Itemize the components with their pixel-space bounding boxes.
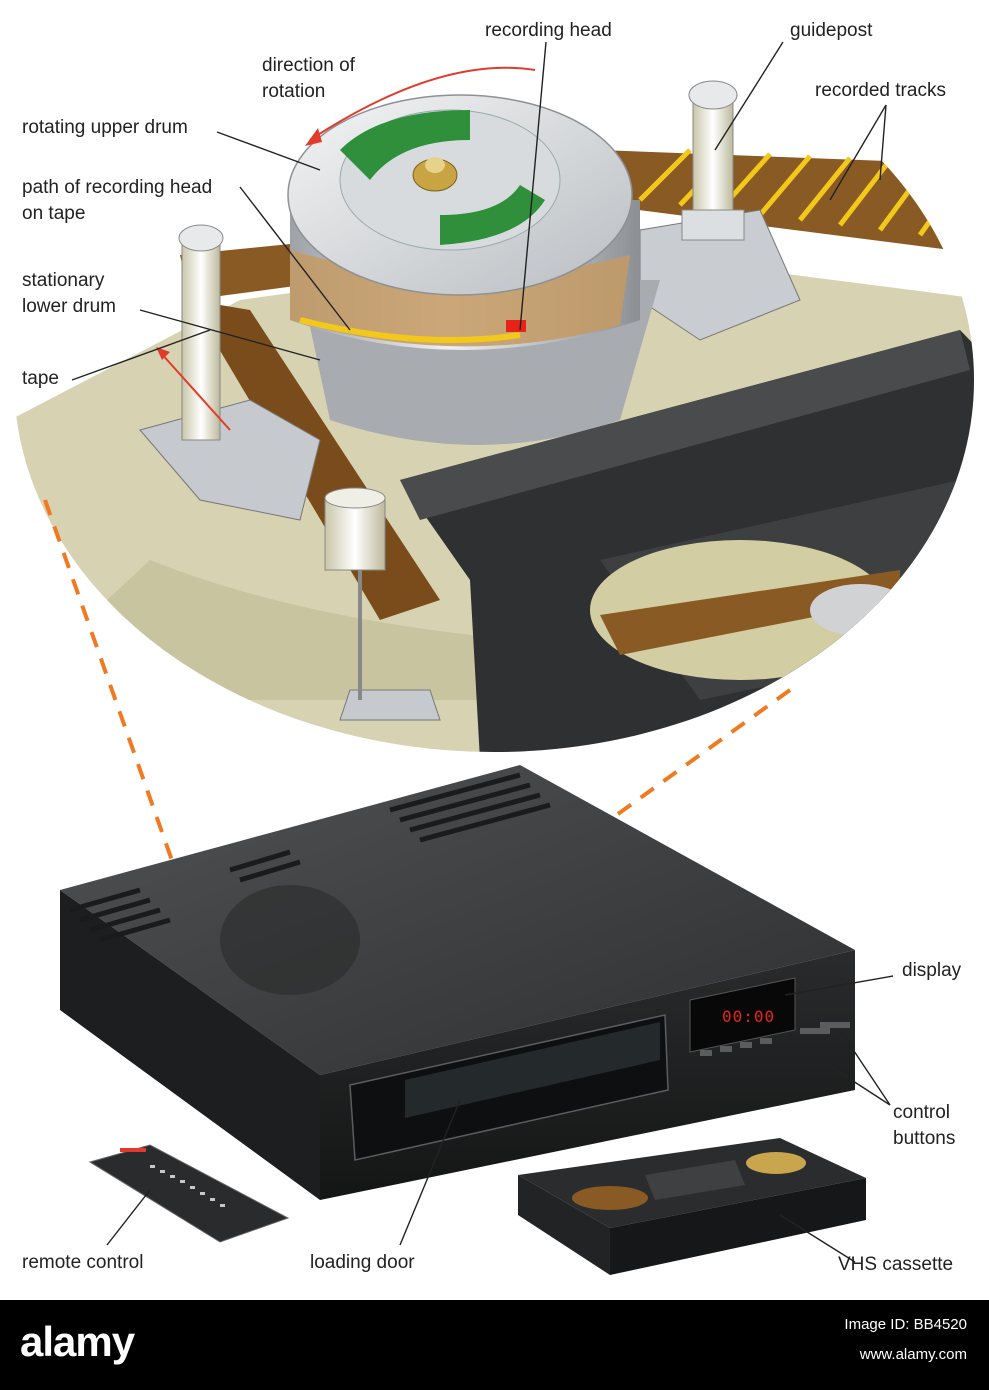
label-direction-of-rotation-line2: rotation xyxy=(262,81,326,102)
label-stationary-lower-drum-line1: stationary xyxy=(22,270,105,291)
label-stationary-lower-drum-line2: lower drum xyxy=(22,296,116,317)
label-recording-head: recording head xyxy=(485,20,612,41)
pinch-roller xyxy=(324,499,386,571)
footer-image-id: Image ID: BB4520 xyxy=(844,1316,967,1333)
display-readout: 00:00 xyxy=(722,1007,776,1026)
label-control-buttons-line2: buttons xyxy=(893,1128,956,1149)
label-vhs-cassette: VHS cassette xyxy=(838,1254,954,1275)
footer-logo: alamy xyxy=(20,1318,135,1365)
remote-control xyxy=(88,1144,290,1243)
magnified-view xyxy=(14,66,974,752)
label-direction-of-rotation-line1: direction of xyxy=(262,55,355,76)
footer-bar: alamy Image ID: BB4520 www.alamy.com xyxy=(0,1300,989,1390)
label-leaders xyxy=(71,41,894,1263)
vhs-cassette-shape xyxy=(518,1138,866,1275)
label-guidepost: guidepost xyxy=(790,20,873,41)
label-display: display xyxy=(902,960,962,981)
footer-url: www.alamy.com xyxy=(859,1346,967,1363)
display-panel xyxy=(689,977,796,1053)
guidepost-left xyxy=(181,239,221,441)
label-control-buttons-line1: control xyxy=(893,1102,951,1123)
vcr-diagram: 00:00 recording head guidepost direction… xyxy=(14,20,974,1275)
control-buttons xyxy=(700,1022,850,1056)
rotation-arrow xyxy=(309,66,536,141)
label-recorded-tracks: recorded tracks xyxy=(815,80,946,101)
diagram-illustration xyxy=(14,41,974,1275)
circuit-board-right xyxy=(440,185,545,245)
recording-head-mark xyxy=(506,320,526,332)
vcr-body xyxy=(60,765,855,1200)
label-remote-control: remote control xyxy=(22,1252,144,1273)
label-rotating-upper-drum: rotating upper drum xyxy=(22,117,188,138)
circuit-board-left xyxy=(340,110,470,180)
label-path-of-recording-head-line2: on tape xyxy=(22,203,86,224)
label-path-of-recording-head-line1: path of recording head xyxy=(22,177,213,198)
label-tape: tape xyxy=(22,368,59,389)
label-loading-door: loading door xyxy=(310,1252,415,1273)
